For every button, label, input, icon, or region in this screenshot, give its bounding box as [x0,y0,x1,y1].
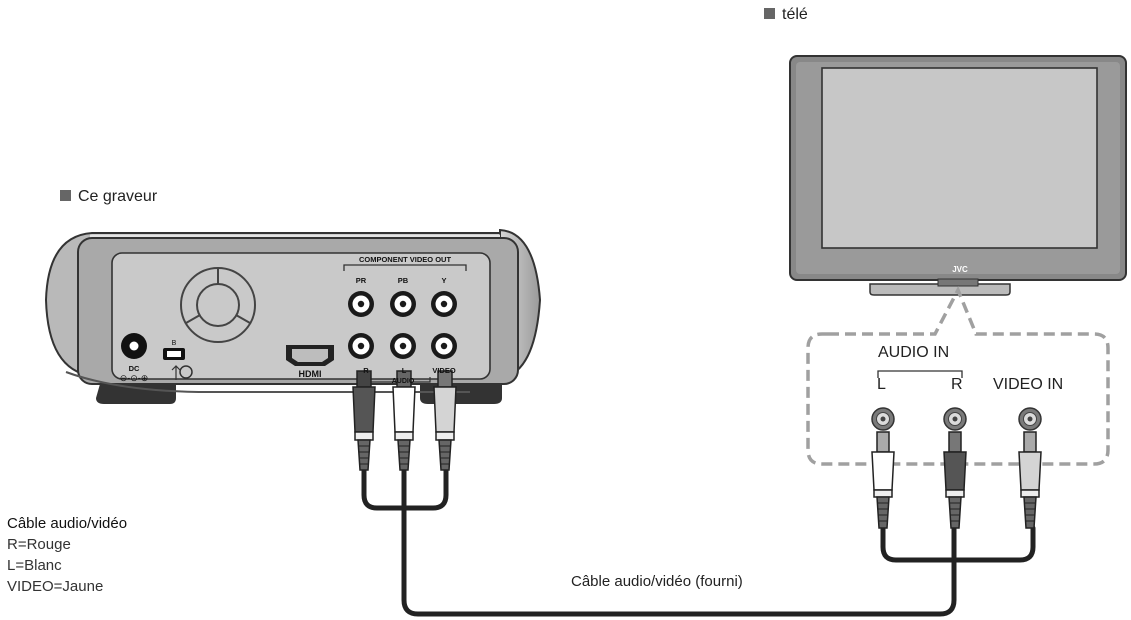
cable-supplied-label: Câble audio/vidéo (fourni) [571,573,743,590]
dc-label: DC [129,364,140,373]
video-in-label: VIDEO IN [993,376,1064,393]
recorder-device [44,228,542,404]
fan-grille [180,267,256,343]
tv-l-label: L [877,376,886,393]
recorder-title: Ce graveur [60,188,157,206]
tv-title: télé [764,6,808,24]
audio-in-label: AUDIO IN [878,344,950,361]
tv-plug-yellow [1018,431,1042,529]
dc-polarity-icon: ⊖-⊙-⊕ [120,373,149,383]
dc-jack [121,333,147,359]
av-cable [361,465,1036,617]
legend-line: R=Rouge [7,536,71,553]
tv-set [789,55,1127,296]
tv-input-jacks [871,407,1042,431]
tv-plug-red [943,431,967,529]
tv-plug-white [871,431,895,529]
legend-line: VIDEO=Jaune [7,578,104,595]
audio-out-label: AUDIO [392,378,415,385]
legend-line: L=Blanc [7,557,62,574]
av-output-jacks [348,333,457,359]
pr-label: PR [356,276,367,285]
y-label: Y [441,276,446,285]
square-bullet-icon [60,190,71,201]
legend-title: Câble audio/vidéo [7,515,128,532]
tv-callout [806,285,1110,466]
l-out-label: L [402,366,407,375]
usb-port [163,348,193,380]
tv-brand-logo: JVC [952,265,968,274]
hdmi-label: HDMI [299,369,322,379]
hdmi-port [286,345,334,366]
usb-b-label: B [172,340,177,347]
square-bullet-icon [764,8,775,19]
plug-red [352,370,376,471]
component-jacks [348,291,457,317]
recorder-plugs [352,370,457,471]
r-out-label: R [363,366,369,375]
pb-label: PB [398,276,409,285]
tv-plugs [871,431,1042,529]
plug-white [392,370,416,471]
cable-legend: Câble audio/vidéo R=Rouge L=Blanc VIDEO=… [7,513,127,597]
video-out-label: VIDEO [432,366,456,375]
plug-yellow [433,370,457,471]
component-video-out-label: COMPONENT VIDEO OUT [359,255,452,264]
tv-r-label: R [951,376,963,393]
